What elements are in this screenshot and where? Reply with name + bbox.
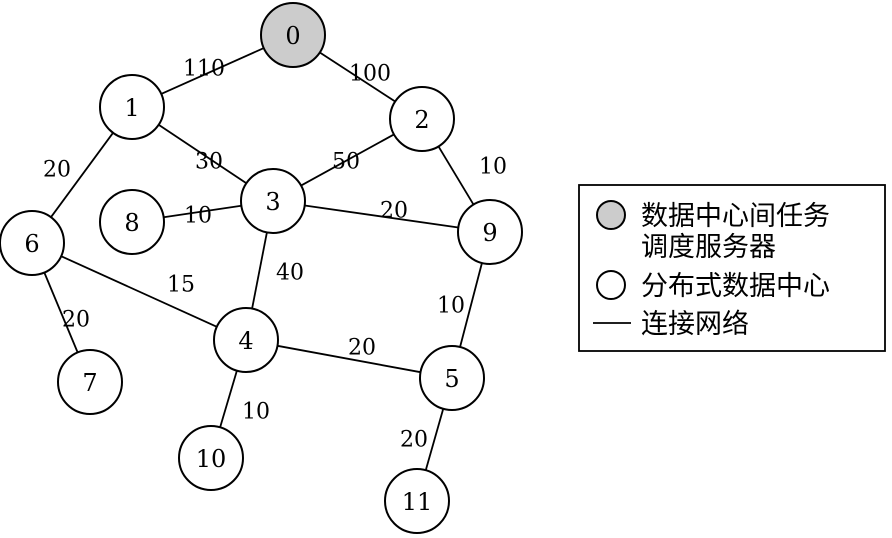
datacenter-node-circle (240, 168, 306, 234)
edge-weight-6-7: 20 (62, 308, 90, 333)
edge-5-11 (424, 408, 445, 471)
datacenter-node-circle (384, 468, 450, 534)
edges-layer (43, 47, 483, 471)
node-0: 0 (260, 2, 326, 68)
edge-2-9 (437, 145, 475, 206)
datacenter-node-circle (0, 210, 65, 276)
node-label-6: 6 (24, 230, 39, 258)
node-8: 8 (99, 189, 165, 255)
datacenter-node-circle (178, 425, 244, 491)
node-label-2: 2 (414, 106, 429, 134)
datacenter-node-circle (57, 349, 123, 415)
node-2: 2 (389, 86, 455, 152)
node-label-7: 7 (82, 369, 97, 397)
edge-8-3 (163, 204, 242, 219)
edge-3-9 (304, 204, 459, 229)
legend-datacenter-label: 分布式数据中心 (641, 271, 830, 302)
node-label-11: 11 (402, 488, 433, 516)
datacenter-node-circle (99, 189, 165, 255)
node-label-0: 0 (285, 22, 300, 50)
node-6: 6 (0, 210, 65, 276)
node-label-3: 3 (265, 188, 280, 216)
node-5: 5 (419, 345, 485, 411)
edge-weight-0-1: 110 (183, 57, 225, 82)
edge-weight-5-11: 20 (400, 428, 428, 453)
edge-1-6 (50, 132, 114, 218)
scheduler-server-node-circle (260, 2, 326, 68)
node-7: 7 (57, 349, 123, 415)
node-11: 11 (384, 468, 450, 534)
node-label-10: 10 (196, 445, 227, 473)
edge-6-4 (60, 255, 218, 328)
node-4: 4 (213, 307, 279, 373)
legend-server-label-line2: 调度服务器 (641, 232, 776, 263)
edge-weight-1-3: 30 (195, 150, 223, 175)
nodes-layer: 0 1 2 3 4 5 6 7 8 9 10 11 (0, 2, 523, 534)
edge-weight-4-10: 10 (242, 400, 270, 425)
legend: 数据中心间任务 调度服务器 分布式数据中心 连接网络 (578, 184, 886, 352)
node-9: 9 (457, 199, 523, 265)
node-label-1: 1 (124, 94, 139, 122)
edge-4-5 (277, 344, 421, 374)
node-label-9: 9 (482, 219, 497, 247)
legend-connection-label: 连接网络 (641, 309, 749, 340)
node-1: 1 (99, 74, 165, 140)
node-label-8: 8 (124, 209, 139, 237)
edge-weight-6-4: 15 (167, 273, 195, 298)
datacenter-node-circle (389, 86, 455, 152)
edge-weight-3-9: 20 (380, 199, 408, 224)
edge-weight-4-5: 20 (348, 336, 376, 361)
legend-server-label-line1: 数据中心间任务 (641, 201, 830, 232)
edge-weight-9-5: 10 (437, 294, 465, 319)
edge-weight-2-9: 10 (479, 155, 507, 180)
datacenter-node-circle (213, 307, 279, 373)
edge-weight-0-2: 100 (349, 62, 391, 87)
edge-weight-3-4: 40 (276, 261, 304, 286)
edge-weight-1-6: 20 (43, 158, 71, 183)
edge-6-7 (43, 272, 79, 353)
edge-weight-2-3: 50 (332, 150, 360, 175)
legend-datacenter-symbol (596, 270, 626, 300)
node-label-4: 4 (238, 327, 253, 355)
datacenter-node-circle (99, 74, 165, 140)
edge-weight-8-3: 10 (184, 204, 212, 229)
datacenter-node-circle (457, 199, 523, 265)
node-3: 3 (240, 168, 306, 234)
edge-1-3 (158, 124, 247, 184)
legend-server-symbol (596, 200, 626, 230)
edge-2-3 (300, 133, 395, 187)
edge-4-10 (219, 370, 238, 428)
node-label-5: 5 (444, 365, 459, 393)
datacenter-node-circle (419, 345, 485, 411)
edge-0-2 (319, 51, 396, 103)
edge-3-4 (251, 232, 268, 309)
edge-0-1 (160, 47, 265, 95)
node-10: 10 (178, 425, 244, 491)
edge-9-5 (459, 262, 483, 348)
